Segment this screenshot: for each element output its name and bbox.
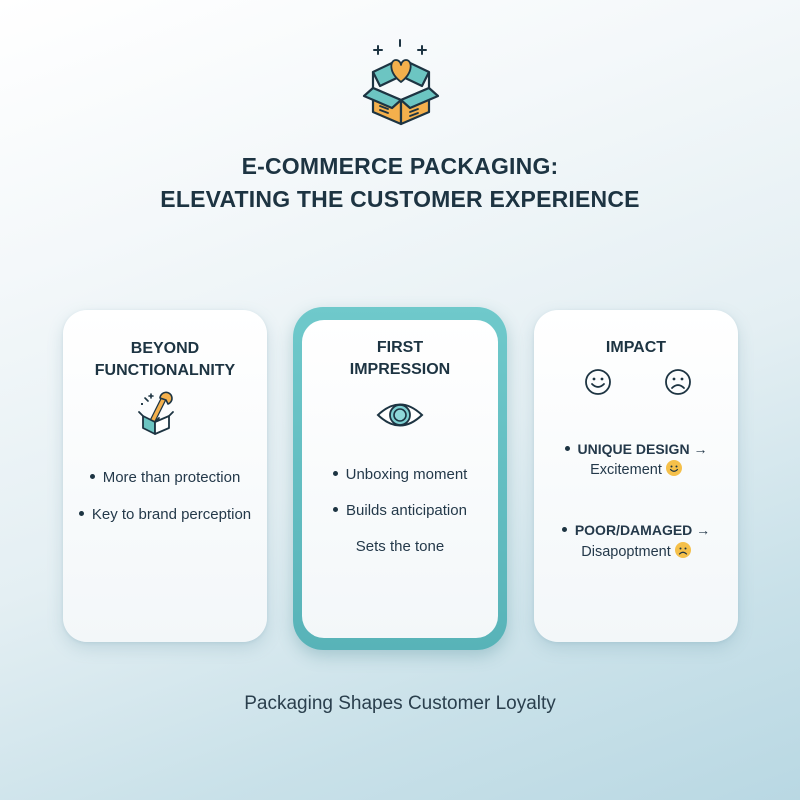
card-impact: IMPACT UNIQUE DESIGN → Excitement POOR/D…	[534, 310, 738, 642]
smiley-face-icon	[584, 368, 612, 396]
open-box-heart-icon	[358, 36, 444, 128]
card-first-impression: FIRST IMPRESSION Unboxing moment Builds …	[302, 320, 498, 638]
bullet-dot	[333, 506, 339, 512]
eye-icon	[376, 400, 424, 430]
happy-emoji-icon	[665, 460, 682, 477]
sad-emoji-icon	[674, 542, 691, 559]
card-title: FIRST IMPRESSION	[302, 337, 498, 381]
impact-item-result: Disapoptment	[534, 542, 738, 560]
card-title: BEYOND FUNCTIONALNITY	[63, 338, 267, 382]
bullet-dot	[332, 470, 338, 476]
impact-item-label: UNIQUE DESIGN →	[534, 441, 738, 457]
impact-item-result: Excitement	[534, 460, 738, 478]
bullet-item: Unboxing moment	[302, 466, 498, 483]
box-wrench-icon	[135, 390, 179, 436]
page-title-line2: ELEVATING THE CUSTOMER EXPERIENCE	[160, 186, 640, 212]
bullet-dot	[78, 510, 84, 516]
bullet-dot	[561, 526, 567, 532]
page-title-line1: E-COMMERCE PACKAGING:	[241, 153, 559, 179]
extra-line: Sets the tone	[355, 538, 445, 555]
bullet-item: More than protection	[63, 469, 267, 486]
bullet-item: Builds anticipation	[302, 502, 498, 519]
bullet-dot	[564, 445, 570, 451]
bullet-item: Key to brand perception	[63, 506, 267, 523]
frown-face-icon	[664, 368, 692, 396]
bullet-dot	[89, 473, 95, 479]
card-title-line1: BEYOND	[130, 340, 200, 357]
footer-tagline: Packaging Shapes Customer Loyalty	[244, 693, 556, 714]
card-beyond-functionality: BEYOND FUNCTIONALNITY More than protecti…	[63, 310, 267, 642]
card-title-line1: FIRST	[376, 339, 424, 356]
card-title-line2: FUNCTIONALNITY	[94, 362, 236, 379]
impact-item-label: POOR/DAMAGED →	[534, 522, 738, 538]
card-title-line2: IMPRESSION	[349, 361, 451, 378]
card-title: IMPACT	[605, 339, 667, 356]
